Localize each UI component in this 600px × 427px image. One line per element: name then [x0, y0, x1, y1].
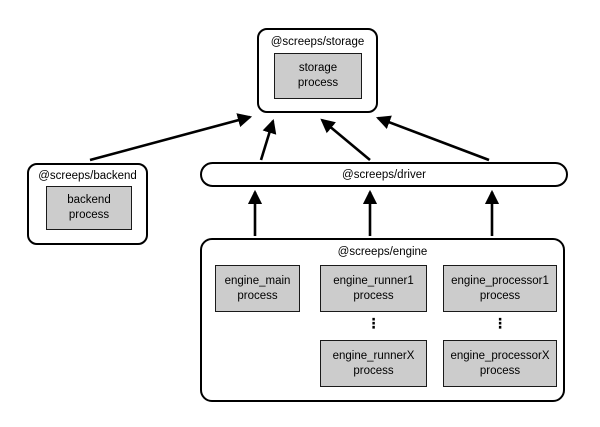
vertical-ellipsis-icon: ⋮ [366, 315, 381, 331]
arrow-driver-left-to-storage [259, 118, 277, 161]
arrow-driver-right-to-storage [375, 115, 490, 162]
vertical-ellipsis-icon: ⋮ [493, 315, 507, 331]
node-driver: @screeps/driver [200, 162, 568, 187]
arrow-driver-mid-to-storage [320, 118, 371, 161]
node-engine-label: @screeps/engine [337, 246, 428, 258]
process-engine-runner1: engine_runner1 process [320, 265, 427, 312]
process-engine-runnerX: engine_runnerX process [320, 340, 427, 387]
arrow-backend-to-storage [89, 113, 253, 162]
node-engine: @screeps/engine engine_main process engi… [200, 238, 565, 402]
node-storage: @screeps/storage storage process [257, 28, 378, 113]
process-engine-processor1: engine_processor1 process [443, 265, 557, 312]
process-engine-main: engine_main process [215, 265, 300, 312]
node-backend-label: @screeps/backend [38, 170, 137, 182]
node-storage-label: @screeps/storage [270, 36, 365, 48]
node-driver-label: @screeps/driver [342, 168, 426, 181]
process-engine-processorX: engine_processorX process [443, 340, 557, 387]
node-backend: @screeps/backend backend process [27, 163, 148, 245]
process-storage: storage process [274, 53, 362, 99]
process-backend: backend process [46, 186, 132, 230]
